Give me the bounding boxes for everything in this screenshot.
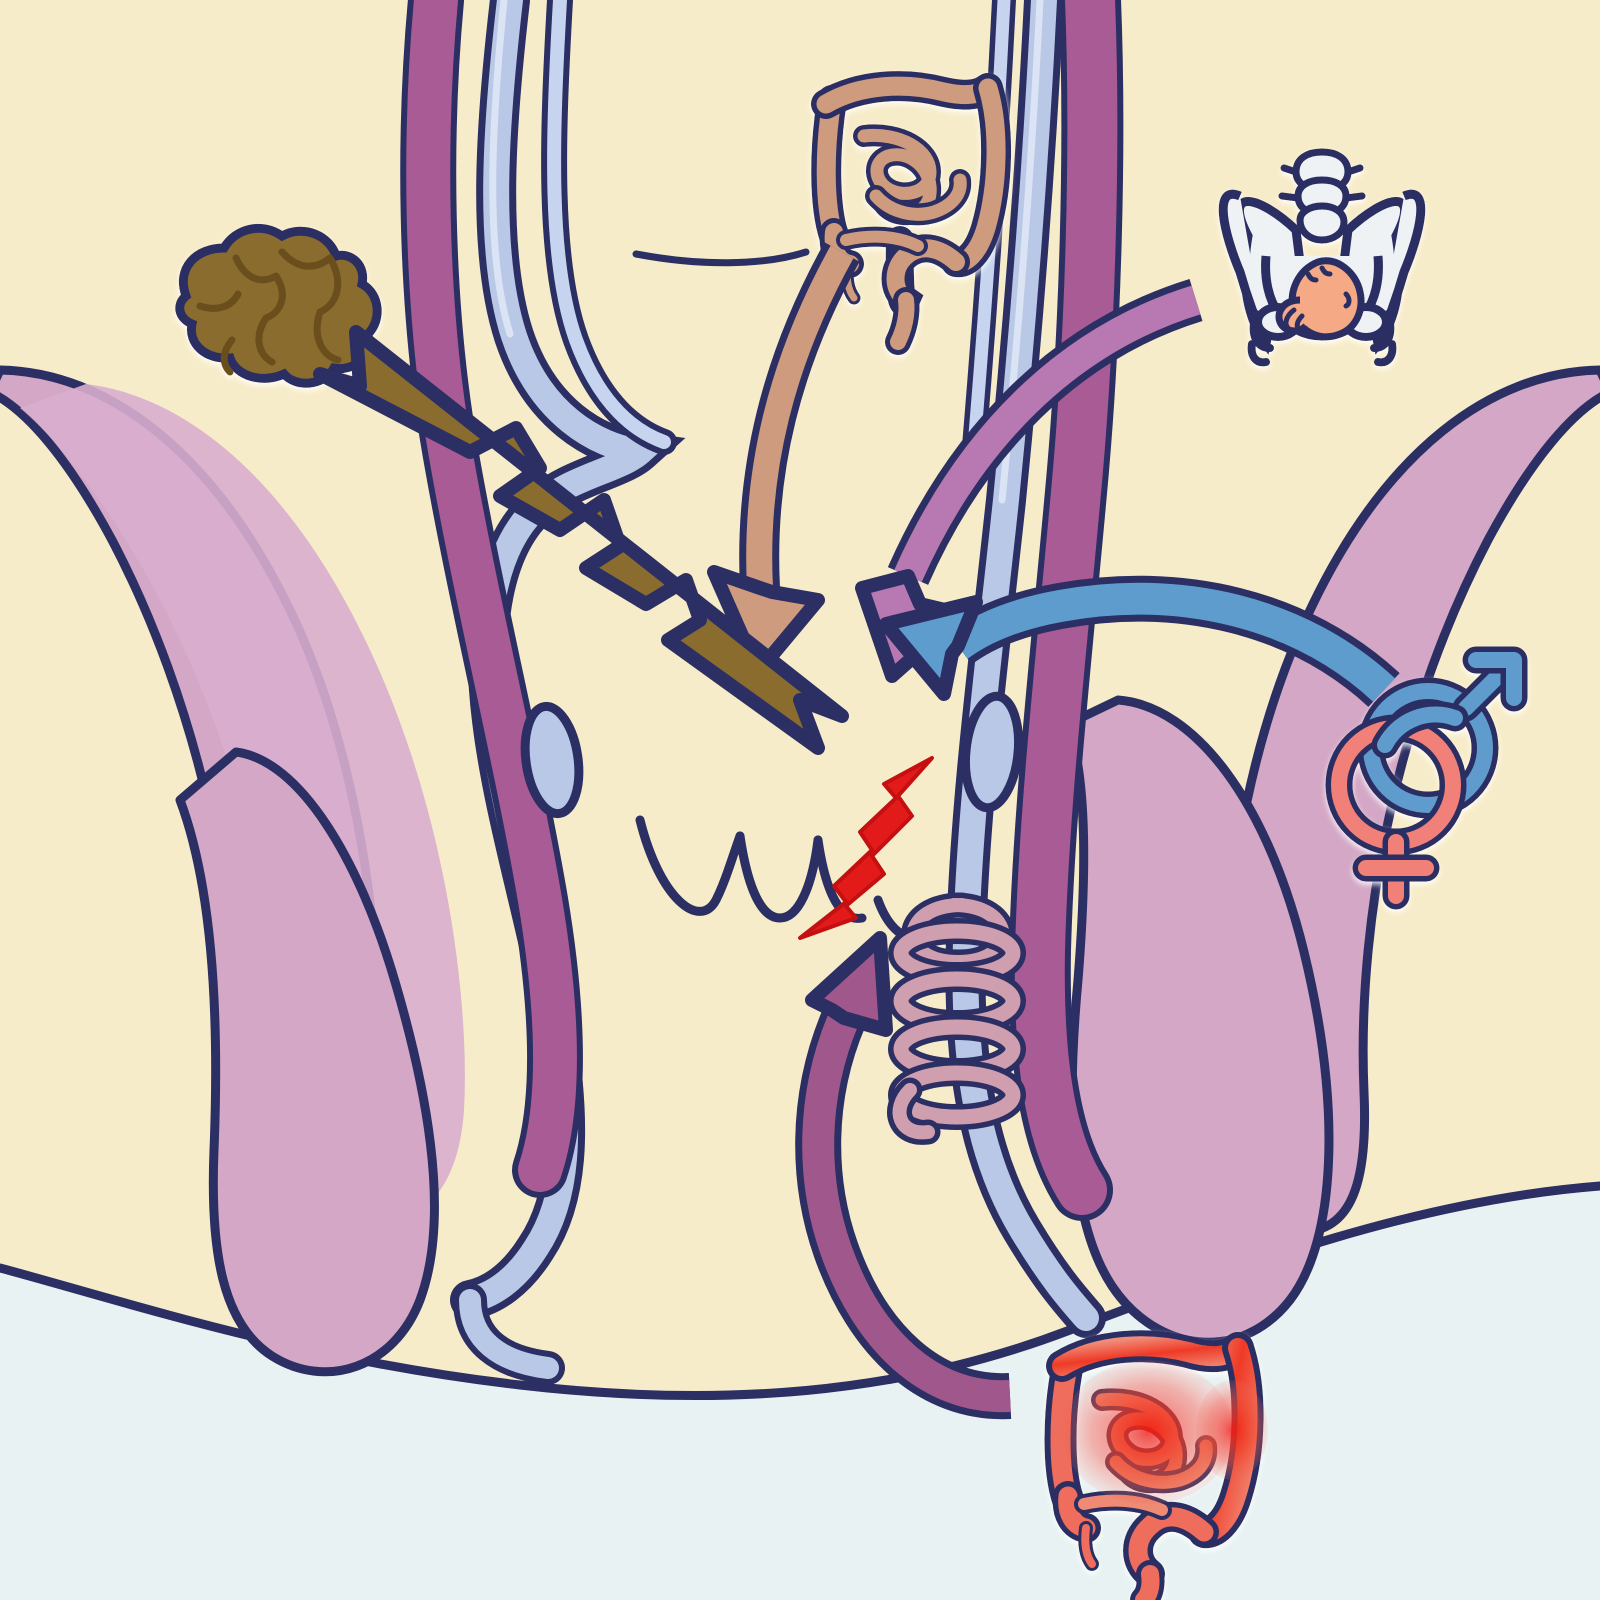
bowel-habit-arrow bbox=[707, 242, 860, 679]
left-lining2-fill bbox=[547, 0, 671, 449]
small-intestine2 bbox=[869, 173, 967, 221]
bowel-arrow-shaft bbox=[746, 245, 854, 589]
stool-cracks bbox=[196, 248, 342, 376]
vertebra-3 bbox=[1296, 202, 1348, 244]
pubic-rami bbox=[1249, 310, 1395, 352]
fold-2 bbox=[735, 831, 823, 923]
pregnancy-arrow-shaft bbox=[894, 285, 1201, 583]
ibd-appendix bbox=[1081, 1524, 1096, 1568]
ibd-inflammation-glow-center bbox=[1062, 1360, 1234, 1504]
coil-tail bbox=[892, 1083, 935, 1140]
inflamed-bowel-icon bbox=[1044, 1330, 1268, 1600]
coil-rings bbox=[888, 918, 1026, 1130]
upper-rectal-crease bbox=[632, 248, 810, 267]
left-anal-cushion bbox=[175, 747, 439, 1377]
gender-arrow-shaft bbox=[948, 582, 1395, 702]
small-intestine3 bbox=[840, 230, 924, 252]
male-arrowhead bbox=[1468, 652, 1522, 706]
pelvis-with-fetus-icon bbox=[1218, 148, 1426, 367]
vascular-coil bbox=[887, 892, 1026, 1145]
anal-fissure-lesion bbox=[798, 756, 934, 940]
male-female-symbols-icon bbox=[1325, 646, 1528, 910]
vertebra-process bbox=[1280, 164, 1364, 176]
left-lining-sheen bbox=[489, 0, 514, 338]
male-ring-overlap bbox=[1377, 706, 1463, 753]
colon-rectum bbox=[890, 292, 915, 350]
fetus-limbs bbox=[1283, 307, 1305, 333]
ibd-rectum bbox=[1135, 1565, 1160, 1600]
fetus-hair bbox=[1305, 265, 1333, 283]
hard-stool-icon bbox=[175, 223, 382, 388]
stool-factor-arrow bbox=[313, 325, 849, 755]
colon-ascending bbox=[816, 90, 844, 246]
tissue-boundary-line bbox=[0, 1181, 1600, 1401]
ibd-arrow-shaft bbox=[802, 1011, 1011, 1413]
vertebra-process-2 bbox=[1278, 192, 1366, 202]
left-anal-crypt bbox=[520, 701, 584, 819]
fetus-ear bbox=[1343, 291, 1352, 309]
ibd-factor-arrow bbox=[795, 931, 1012, 1420]
right-anal-crypt bbox=[960, 691, 1024, 813]
left-internal-sphincter bbox=[406, 0, 577, 1192]
stool-arrow-zigzag bbox=[313, 325, 849, 755]
pain-flash bbox=[798, 756, 934, 940]
right-anal-anatomy bbox=[945, 0, 1600, 1347]
colon-sigmoid bbox=[886, 239, 965, 309]
gender-arrowhead bbox=[879, 595, 983, 701]
bowel-arrowhead bbox=[707, 565, 825, 679]
ischial-tuberosities bbox=[1247, 340, 1397, 367]
left-anal-anatomy bbox=[0, 0, 686, 1385]
ibd-inflammation-glow-right bbox=[1196, 1380, 1268, 1480]
gender-factor-arrow bbox=[879, 575, 1400, 708]
ibd-sigmoid bbox=[1128, 1507, 1214, 1584]
ibd-colon-transverse bbox=[1052, 1336, 1248, 1376]
ibd-arrowhead bbox=[805, 931, 893, 1037]
left-lining-lower-fill bbox=[459, 1289, 559, 1379]
right-internal-sphincter bbox=[1014, 0, 1118, 1215]
fold-1 bbox=[635, 815, 745, 916]
